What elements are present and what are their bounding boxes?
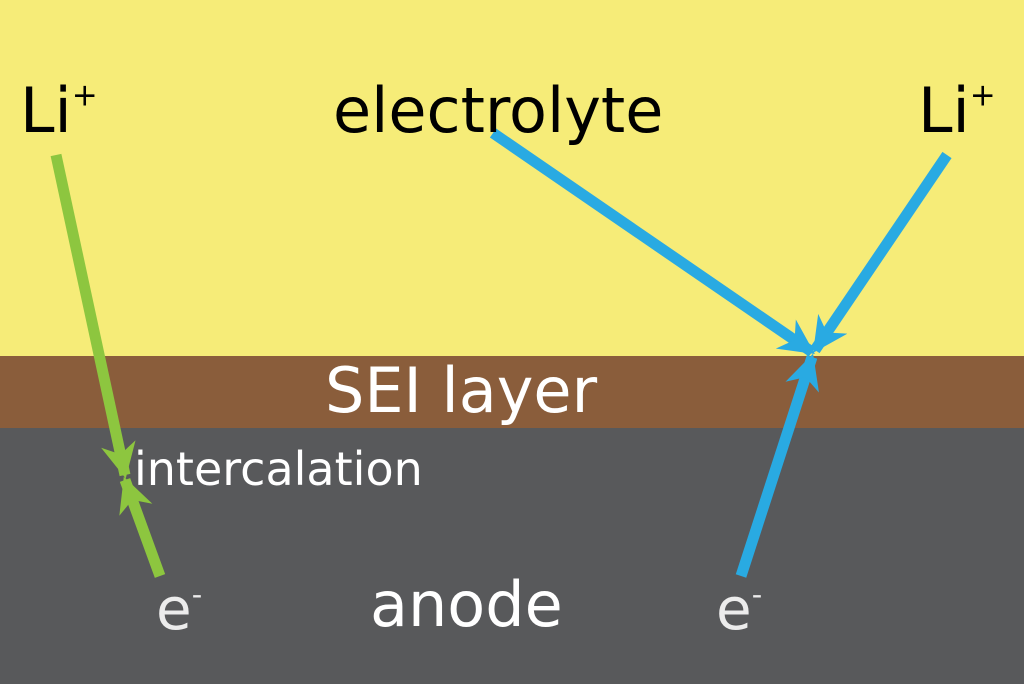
li-decomposition-arrow bbox=[810, 151, 952, 354]
electrolyte-decomposition-arrow bbox=[489, 128, 816, 357]
sei-layer-region bbox=[0, 356, 1024, 428]
electron-right-label: e- bbox=[716, 575, 763, 643]
sei-layer-label: SEI layer bbox=[325, 354, 598, 427]
electron-decomposition-arrow bbox=[735, 353, 819, 578]
electron-intercalation-arrow bbox=[119, 476, 166, 578]
li-ion-left-label: Li+ bbox=[20, 74, 98, 147]
electrolyte-label: electrolyte bbox=[333, 74, 664, 147]
anode-label: anode bbox=[370, 568, 563, 641]
li-ion-right-label: Li+ bbox=[918, 74, 996, 147]
li-intercalation-arrow bbox=[50, 153, 136, 479]
anode-region bbox=[0, 428, 1024, 684]
intercalation-label: intercalation bbox=[134, 442, 423, 496]
electron-left-label: e- bbox=[156, 575, 203, 643]
